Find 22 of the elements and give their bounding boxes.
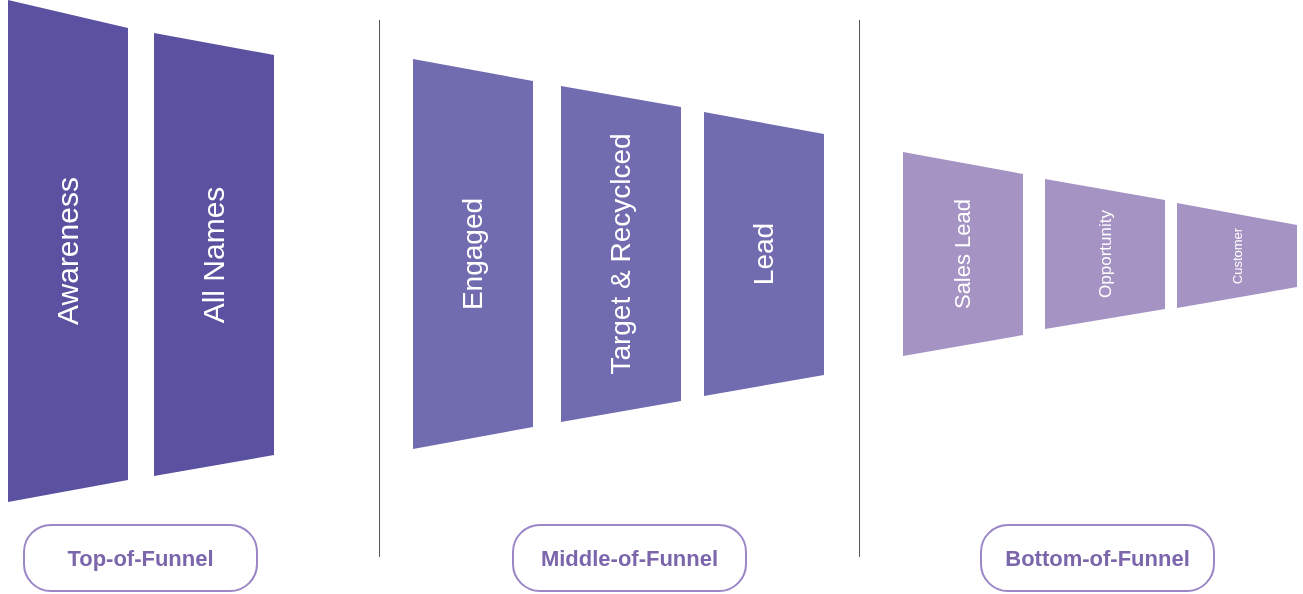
stage-label: Opportunity (1096, 210, 1114, 298)
pill-label: Bottom-of-Funnel (1005, 544, 1190, 573)
stage-label: All Names (199, 186, 229, 323)
trapezoid-stage (1177, 203, 1297, 308)
stage-pill (512, 524, 747, 592)
stage-label: Target & Recyclced (607, 133, 635, 375)
trapezoid-stage (561, 86, 681, 422)
stage-pill (980, 524, 1215, 592)
pill-label: Top-of-Funnel (67, 544, 214, 573)
stage-label: Engaged (459, 197, 487, 311)
trapezoid-stage (903, 152, 1023, 356)
stage-label: Lead (750, 222, 778, 286)
trapezoid-stage (704, 112, 824, 396)
trapezoid-stage (413, 59, 533, 449)
stage-pill (23, 524, 258, 592)
trapezoid-stage (1045, 179, 1165, 329)
trapezoid-stage (8, 0, 128, 502)
stage-label: Customer (1230, 227, 1244, 284)
pill-label: Middle-of-Funnel (540, 544, 719, 573)
trapezoid-stage (154, 33, 274, 476)
stage-label: Sales Lead (952, 198, 974, 310)
stage-label: Awareness (53, 177, 83, 325)
